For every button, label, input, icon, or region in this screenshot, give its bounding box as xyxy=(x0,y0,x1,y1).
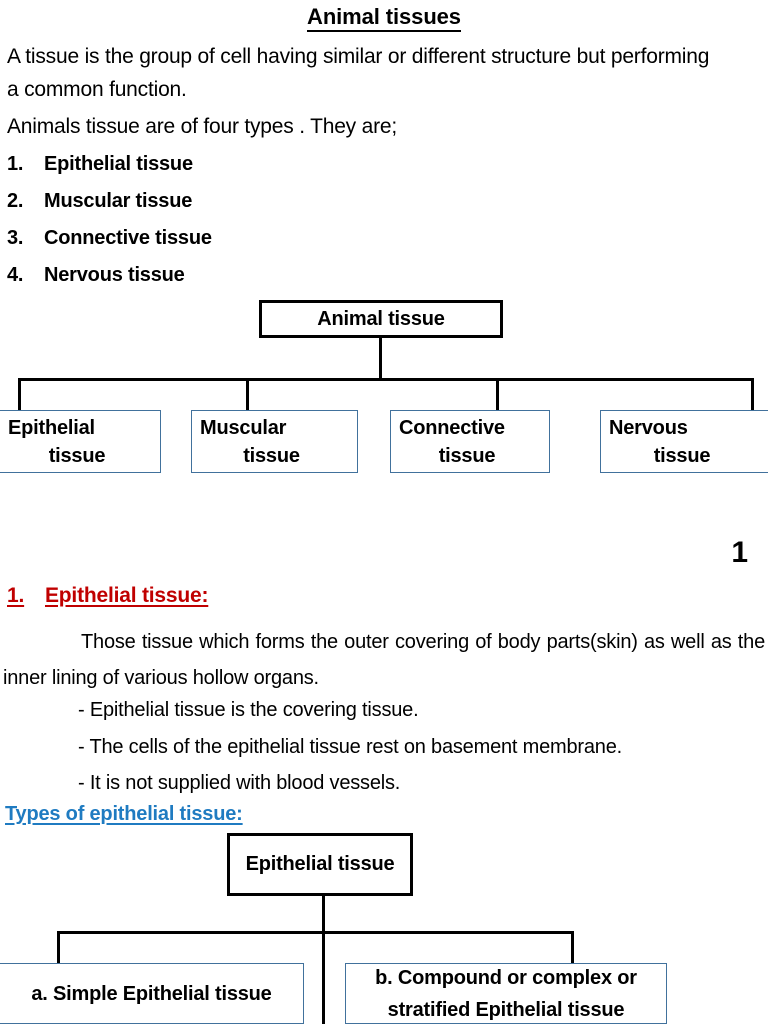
flowchart-node-label: Animal tissue xyxy=(317,307,445,330)
connector2-horizontal-bus xyxy=(57,931,574,934)
list-item: 4. Nervous tissue xyxy=(7,257,407,294)
list-item-number: 2. xyxy=(7,190,24,212)
flowchart-node-label-line1: Connective xyxy=(399,416,505,439)
connector-branch-4 xyxy=(751,378,754,412)
connector-horizontal-bus xyxy=(18,378,754,381)
flowchart-node-connective: Connective tissue xyxy=(390,410,550,473)
list-item-label: Connective tissue xyxy=(44,227,212,249)
epithelial-definition-paragraph: Those tissue which forms the outer cover… xyxy=(3,631,765,689)
connector-branch-1 xyxy=(18,378,21,412)
flowchart-node-nervous: Nervous tissue xyxy=(600,410,768,473)
list-item-label: Muscular tissue xyxy=(44,190,193,212)
flowchart2-node-label: Epithelial tissue xyxy=(245,853,395,875)
epithelial-bullet-list: - Epithelial tissue is the covering tiss… xyxy=(78,692,768,802)
intro-definition-paragraph: A tissue is the group of cell having sim… xyxy=(7,45,710,101)
flowchart-node-muscular: Muscular tissue xyxy=(191,410,358,473)
flowchart-node-label-line1: Epithelial xyxy=(8,416,95,439)
connector-root-stem xyxy=(379,338,382,380)
flowchart2-node-label-line1: a. Simple Epithelial tissue xyxy=(31,982,272,1005)
flowchart-node-label-line2: tissue xyxy=(438,444,496,467)
flowchart-node-root: Animal tissue xyxy=(259,300,503,338)
flowchart-node-label-line2: tissue xyxy=(243,444,300,467)
list-item: 1. Epithelial tissue xyxy=(7,146,407,183)
list-item-number: 1. xyxy=(7,153,24,175)
list-item-label: Nervous tissue xyxy=(44,264,185,286)
flowchart2-node-root: Epithelial tissue xyxy=(227,833,413,896)
list-item: 2. Muscular tissue xyxy=(7,183,407,220)
section-heading-number: 1. xyxy=(7,584,25,607)
connector2-root-stem xyxy=(322,896,325,1024)
list-item-label: Epithelial tissue xyxy=(44,153,193,175)
intro-types-lead: Animals tissue are of four types . They … xyxy=(7,115,397,138)
list-item-number: 4. xyxy=(7,264,24,286)
connector-branch-2 xyxy=(246,378,249,412)
page-number: 1 xyxy=(731,536,748,569)
flowchart2-node-label-line1: b. Compound or complex or xyxy=(375,966,637,989)
tissue-types-list: 1. Epithelial tissue 2. Muscular tissue … xyxy=(7,146,407,294)
flowchart2-node-compound-epithelial: b. Compound or complex or stratified Epi… xyxy=(345,963,667,1024)
flowchart-node-label-line2: tissue xyxy=(48,444,106,467)
bullet-item: - It is not supplied with blood vessels. xyxy=(78,772,401,794)
section-heading-epithelial: 1. Epithelial tissue: xyxy=(7,584,208,608)
bullet-item: - The cells of the epithelial tissue res… xyxy=(78,735,622,758)
flowchart-node-epithelial: Epithelial tissue xyxy=(0,410,161,473)
section-heading-text: Epithelial tissue: xyxy=(45,584,209,607)
flowchart-node-label-line1: Muscular xyxy=(200,416,287,439)
flowchart2-node-simple-epithelial: a. Simple Epithelial tissue xyxy=(0,963,304,1024)
subheading-types-of-epithelial-tissue: Types of epithelial tissue: xyxy=(5,803,243,825)
bullet-item: - Epithelial tissue is the covering tiss… xyxy=(78,699,419,721)
connector2-branch-2 xyxy=(571,931,574,964)
page-title: Animal tissues xyxy=(0,4,768,32)
flowchart-node-label-line1: Nervous xyxy=(609,416,688,439)
flowchart2-node-label-line2: stratified Epithelial tissue xyxy=(387,998,625,1021)
connector2-branch-1 xyxy=(57,931,60,964)
list-item: 3. Connective tissue xyxy=(7,220,407,257)
flowchart-node-label-line2: tissue xyxy=(653,444,711,467)
list-item-number: 3. xyxy=(7,227,24,249)
connector-branch-3 xyxy=(496,378,499,412)
page-title-text: Animal tissues xyxy=(307,4,461,32)
